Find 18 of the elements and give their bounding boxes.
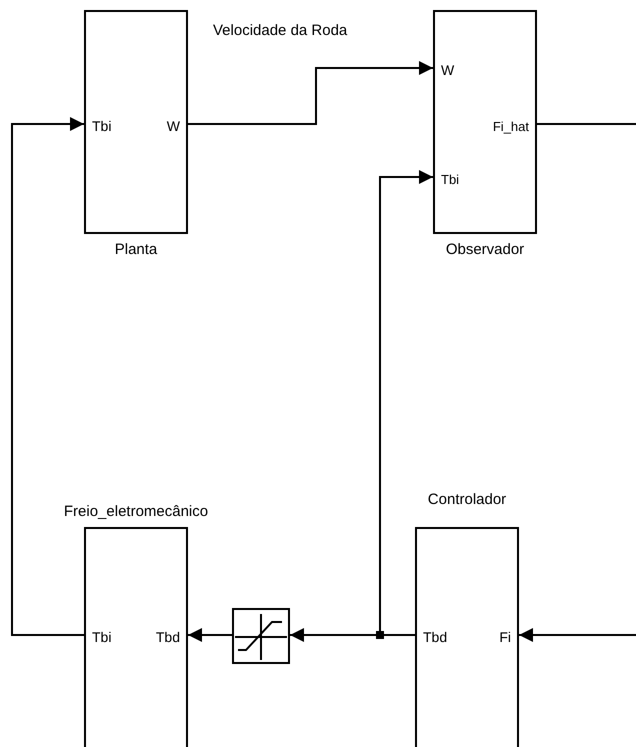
port-label: Fi (499, 629, 511, 645)
signal-arrow (11, 117, 84, 636)
block-name: Observador (446, 241, 524, 259)
signal-arrow (188, 61, 433, 125)
port-label: Tbd (156, 629, 180, 645)
signal-arrow (379, 170, 433, 636)
port-label: W (441, 62, 454, 78)
block-name: Freio_eletromecânico (64, 503, 208, 521)
port-label: Tbi (92, 118, 112, 134)
signal-arrow (188, 628, 232, 642)
port-label: Tbi (441, 171, 460, 189)
signal-arrow (519, 628, 636, 642)
block-name: Controlador (428, 491, 506, 509)
port-label: Fi_hat (492, 118, 529, 136)
block-name: Planta (114, 241, 158, 259)
port-label: Tbd (423, 629, 448, 645)
port-label: Tbi (92, 629, 112, 645)
port-label: W (166, 118, 180, 134)
